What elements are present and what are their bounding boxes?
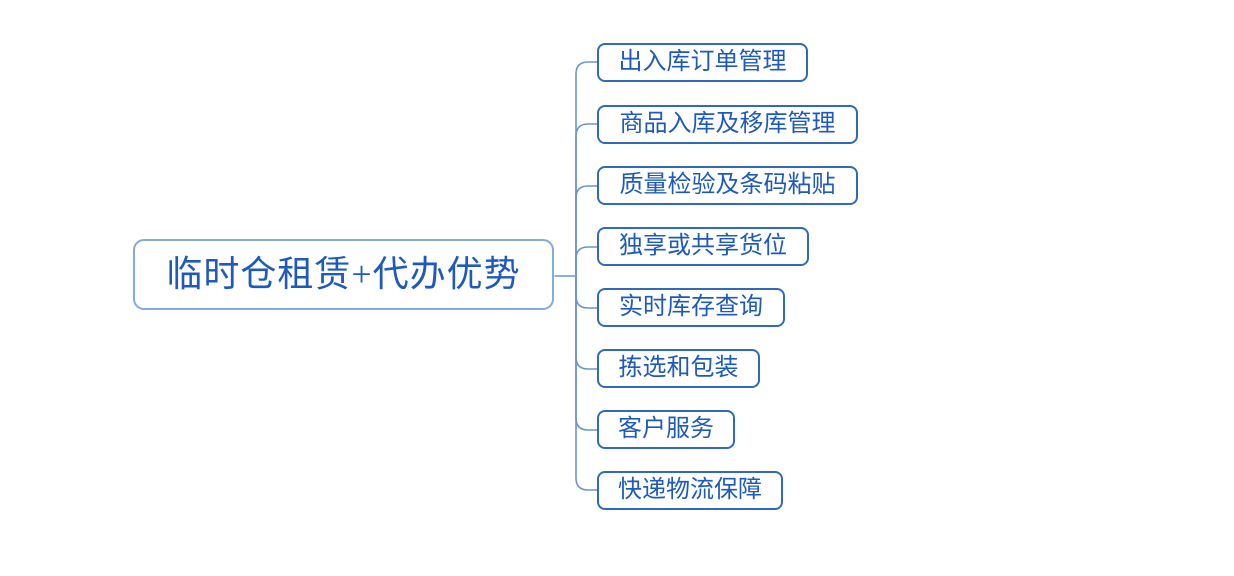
child-node-express-logistics-guarantee[interactable]: 快递物流保障: [597, 471, 783, 510]
child-node-realtime-inventory-query[interactable]: 实时库存查询: [597, 288, 785, 327]
child-node-inbound-outbound-order-management[interactable]: 出入库订单管理: [597, 43, 808, 82]
child-node-picking-and-packing[interactable]: 拣选和包装: [597, 349, 760, 388]
branch-line: [575, 275, 598, 370]
child-node-customer-service[interactable]: 客户服务: [597, 410, 735, 449]
branch-line: [575, 185, 598, 277]
child-node-goods-inbound-and-relocation-management[interactable]: 商品入库及移库管理: [597, 105, 858, 144]
root-node-temporary-warehouse-advantages[interactable]: 临时仓租赁+代办优势: [133, 239, 554, 310]
branch-line: [575, 275, 598, 491]
branch-line: [575, 61, 598, 277]
child-node-quality-inspection-and-barcode-labeling[interactable]: 质量检验及条码粘贴: [597, 166, 858, 205]
branch-line: [575, 123, 598, 277]
branch-line: [575, 275, 598, 431]
branch-line: [575, 275, 598, 309]
child-node-exclusive-or-shared-slots[interactable]: 独享或共享货位: [597, 227, 809, 266]
branch-line: [575, 246, 598, 277]
